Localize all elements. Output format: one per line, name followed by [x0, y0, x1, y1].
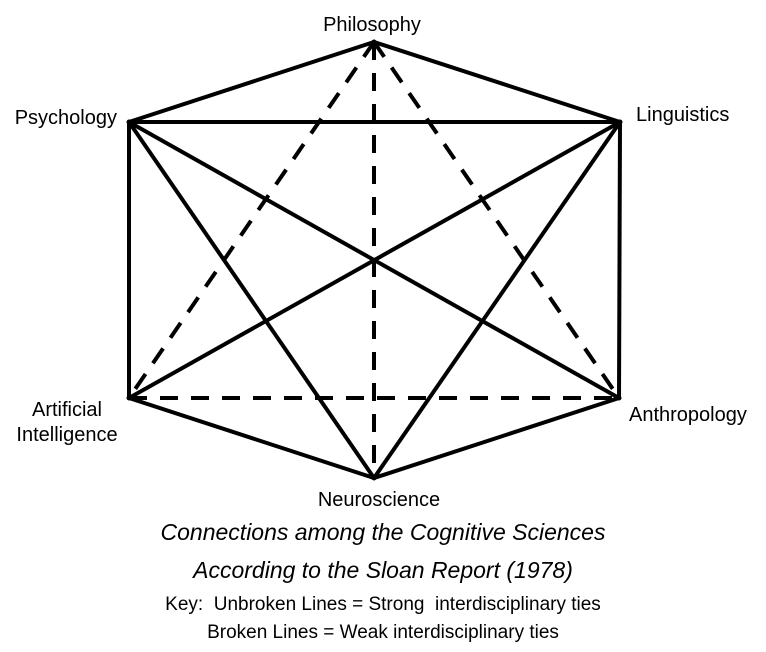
vertex-psychology — [126, 119, 132, 125]
edge-anthropology-neuroscience-strong — [373, 396, 620, 480]
caption-title-line2: According to the Sloan Report (1978) — [193, 557, 573, 583]
edge-artificial-intelligence-neuroscience-strong — [128, 396, 375, 480]
node-label-philosophy: Philosophy — [323, 14, 421, 36]
vertex-anthropology — [616, 395, 622, 401]
caption-key-line1: Key: Unbroken Lines = Strong interdiscip… — [165, 594, 601, 615]
caption-title-line1: Connections among the Cognitive Sciences — [160, 519, 606, 545]
edge-philosophy-linguistics-strong — [373, 40, 621, 124]
vertex-artificial-intelligence — [126, 395, 132, 401]
edge-linguistics-neuroscience-strong — [372, 120, 622, 480]
edge-philosophy-psychology-strong — [128, 40, 375, 124]
vertex-neuroscience — [371, 475, 377, 481]
edge-philosophy-anthropology-weak — [372, 40, 621, 400]
node-label-linguistics: Linguistics — [636, 104, 729, 126]
edges-layer — [127, 40, 622, 480]
vertices-layer — [126, 39, 623, 481]
vertex-philosophy — [371, 39, 377, 45]
caption-block: Connections among the Cognitive Sciences… — [0, 518, 766, 645]
edge-linguistics-anthropology-strong — [617, 121, 622, 399]
edge-psychology-neuroscience-strong — [127, 120, 376, 480]
node-label-neuroscience: Neuroscience — [318, 489, 440, 511]
node-label-anthropology: Anthropology — [629, 404, 747, 426]
node-label-psychology: Psychology — [15, 107, 117, 129]
edge-philosophy-artificial-intelligence-weak — [127, 40, 376, 400]
vertex-linguistics — [617, 119, 623, 125]
caption-key-line2: Broken Lines = Weak interdisciplinary ti… — [207, 622, 559, 643]
